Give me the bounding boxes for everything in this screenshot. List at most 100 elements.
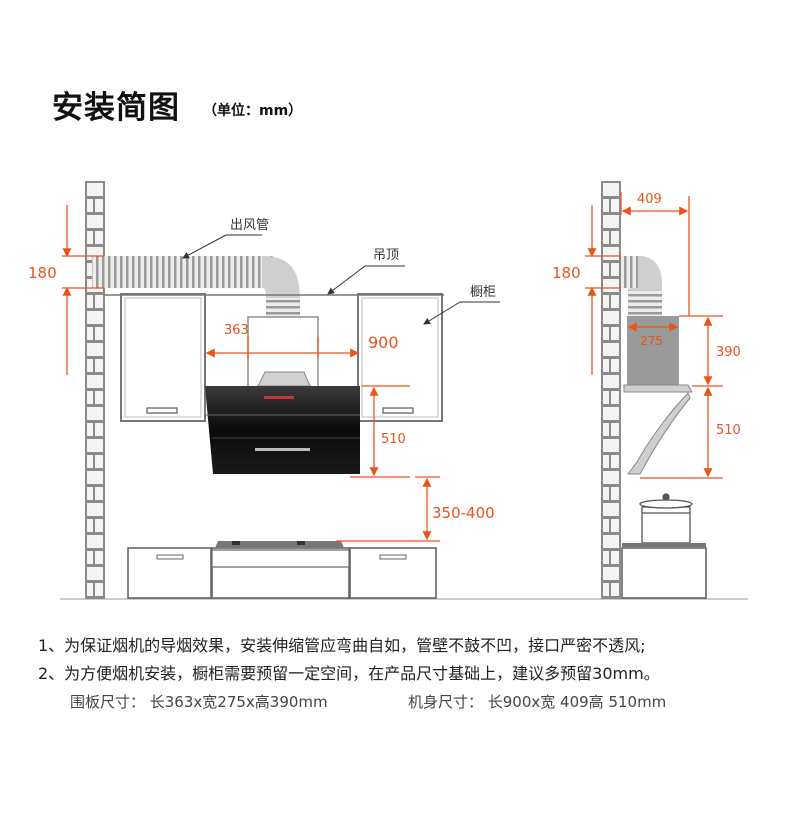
brick	[87, 343, 103, 356]
brick	[603, 359, 609, 372]
brick	[603, 551, 609, 564]
brick	[603, 519, 609, 532]
front-dim-180	[62, 205, 104, 375]
brick	[611, 231, 619, 244]
unit-label: （单位：mm）	[203, 103, 303, 119]
brick	[611, 295, 619, 308]
brick	[603, 567, 619, 580]
brick	[95, 231, 103, 244]
brick	[603, 423, 609, 436]
side-dim-180	[585, 205, 621, 375]
brick	[611, 263, 619, 276]
brick	[603, 487, 609, 500]
brick	[603, 295, 609, 308]
brick	[95, 487, 103, 500]
side-dim-390	[679, 315, 723, 387]
side-dim-180-label: 180	[552, 264, 581, 282]
brick	[87, 199, 93, 212]
brick	[603, 375, 619, 388]
front-dim-363-label: 363	[224, 323, 249, 338]
brick	[95, 455, 103, 468]
side-dim-275-label: 275	[640, 334, 663, 348]
callout-cabinet	[423, 301, 500, 325]
brick	[87, 295, 93, 308]
brick	[87, 359, 93, 372]
brick	[603, 199, 609, 212]
front-dim-180-label: 180	[28, 264, 57, 282]
callout-cabinet-label: 橱柜	[470, 285, 496, 300]
front-dim-510	[350, 385, 410, 478]
brick	[611, 487, 619, 500]
side-dim-390-label: 390	[716, 345, 741, 360]
side-dim-510	[640, 386, 723, 479]
brick	[603, 535, 619, 548]
brick	[603, 215, 619, 228]
front-dim-900-label: 900	[368, 333, 399, 352]
brick	[603, 391, 609, 404]
brick	[87, 455, 93, 468]
side-dim-409-label: 409	[637, 192, 662, 207]
note-2: 2、为方便烟机安装，橱柜需要预留一定空间，在产品尺寸基础上，建议多预留30mm。	[38, 664, 660, 683]
brick	[87, 503, 103, 516]
cooking-pot	[639, 493, 693, 544]
body-size-spec: 机身尺寸： 长900x宽 409高 510mm	[408, 693, 667, 711]
callout-duct-label: 出风管	[230, 218, 269, 233]
front-brick-wall	[85, 181, 105, 599]
callout-duct	[182, 234, 262, 259]
brick	[87, 535, 103, 548]
brick	[87, 423, 93, 436]
front-dim-363	[247, 337, 319, 359]
brick	[603, 407, 619, 420]
front-dim-350-400	[336, 476, 440, 542]
wall-cabinet-right	[357, 293, 443, 422]
brick	[95, 551, 103, 564]
brick	[611, 551, 619, 564]
brick	[87, 215, 103, 228]
brick	[87, 263, 93, 276]
brick	[95, 359, 103, 372]
brick	[611, 519, 619, 532]
brick	[603, 503, 619, 516]
brick	[95, 391, 103, 404]
range-hood-front	[205, 371, 360, 474]
brick	[611, 455, 619, 468]
brick	[611, 327, 619, 340]
brick	[87, 327, 93, 340]
brick	[603, 583, 609, 596]
brick	[95, 423, 103, 436]
brick	[603, 343, 619, 356]
callout-ceiling	[327, 265, 405, 295]
front-dim-510-label: 510	[381, 432, 406, 447]
side-exhaust-duct	[621, 256, 662, 316]
brick	[603, 471, 619, 484]
brick	[87, 231, 93, 244]
brick	[87, 183, 103, 196]
brick	[87, 439, 103, 452]
brick	[95, 583, 103, 596]
brick	[603, 439, 619, 452]
brick	[611, 423, 619, 436]
brick	[87, 487, 93, 500]
page-title: 安装简图	[52, 90, 180, 126]
brick	[87, 311, 103, 324]
brick	[87, 391, 93, 404]
brick	[603, 327, 609, 340]
brick	[603, 311, 619, 324]
brick	[611, 391, 619, 404]
brick	[95, 519, 103, 532]
front-dim-350-400-label: 350-400	[432, 504, 495, 522]
brick	[611, 583, 619, 596]
installation-diagram: 180 363 900 510 350-400 出风管 吊顶 橱柜	[28, 181, 748, 600]
side-brick-wall	[601, 181, 621, 599]
brick	[87, 567, 103, 580]
base-cabinets	[127, 547, 437, 599]
brick	[87, 375, 103, 388]
gas-stove	[215, 541, 344, 548]
brick	[95, 327, 103, 340]
brick	[87, 471, 103, 484]
brick	[87, 407, 103, 420]
brick	[603, 263, 609, 276]
wall-cabinet-left	[120, 293, 206, 422]
brick	[87, 583, 93, 596]
range-hood-side	[623, 384, 693, 475]
